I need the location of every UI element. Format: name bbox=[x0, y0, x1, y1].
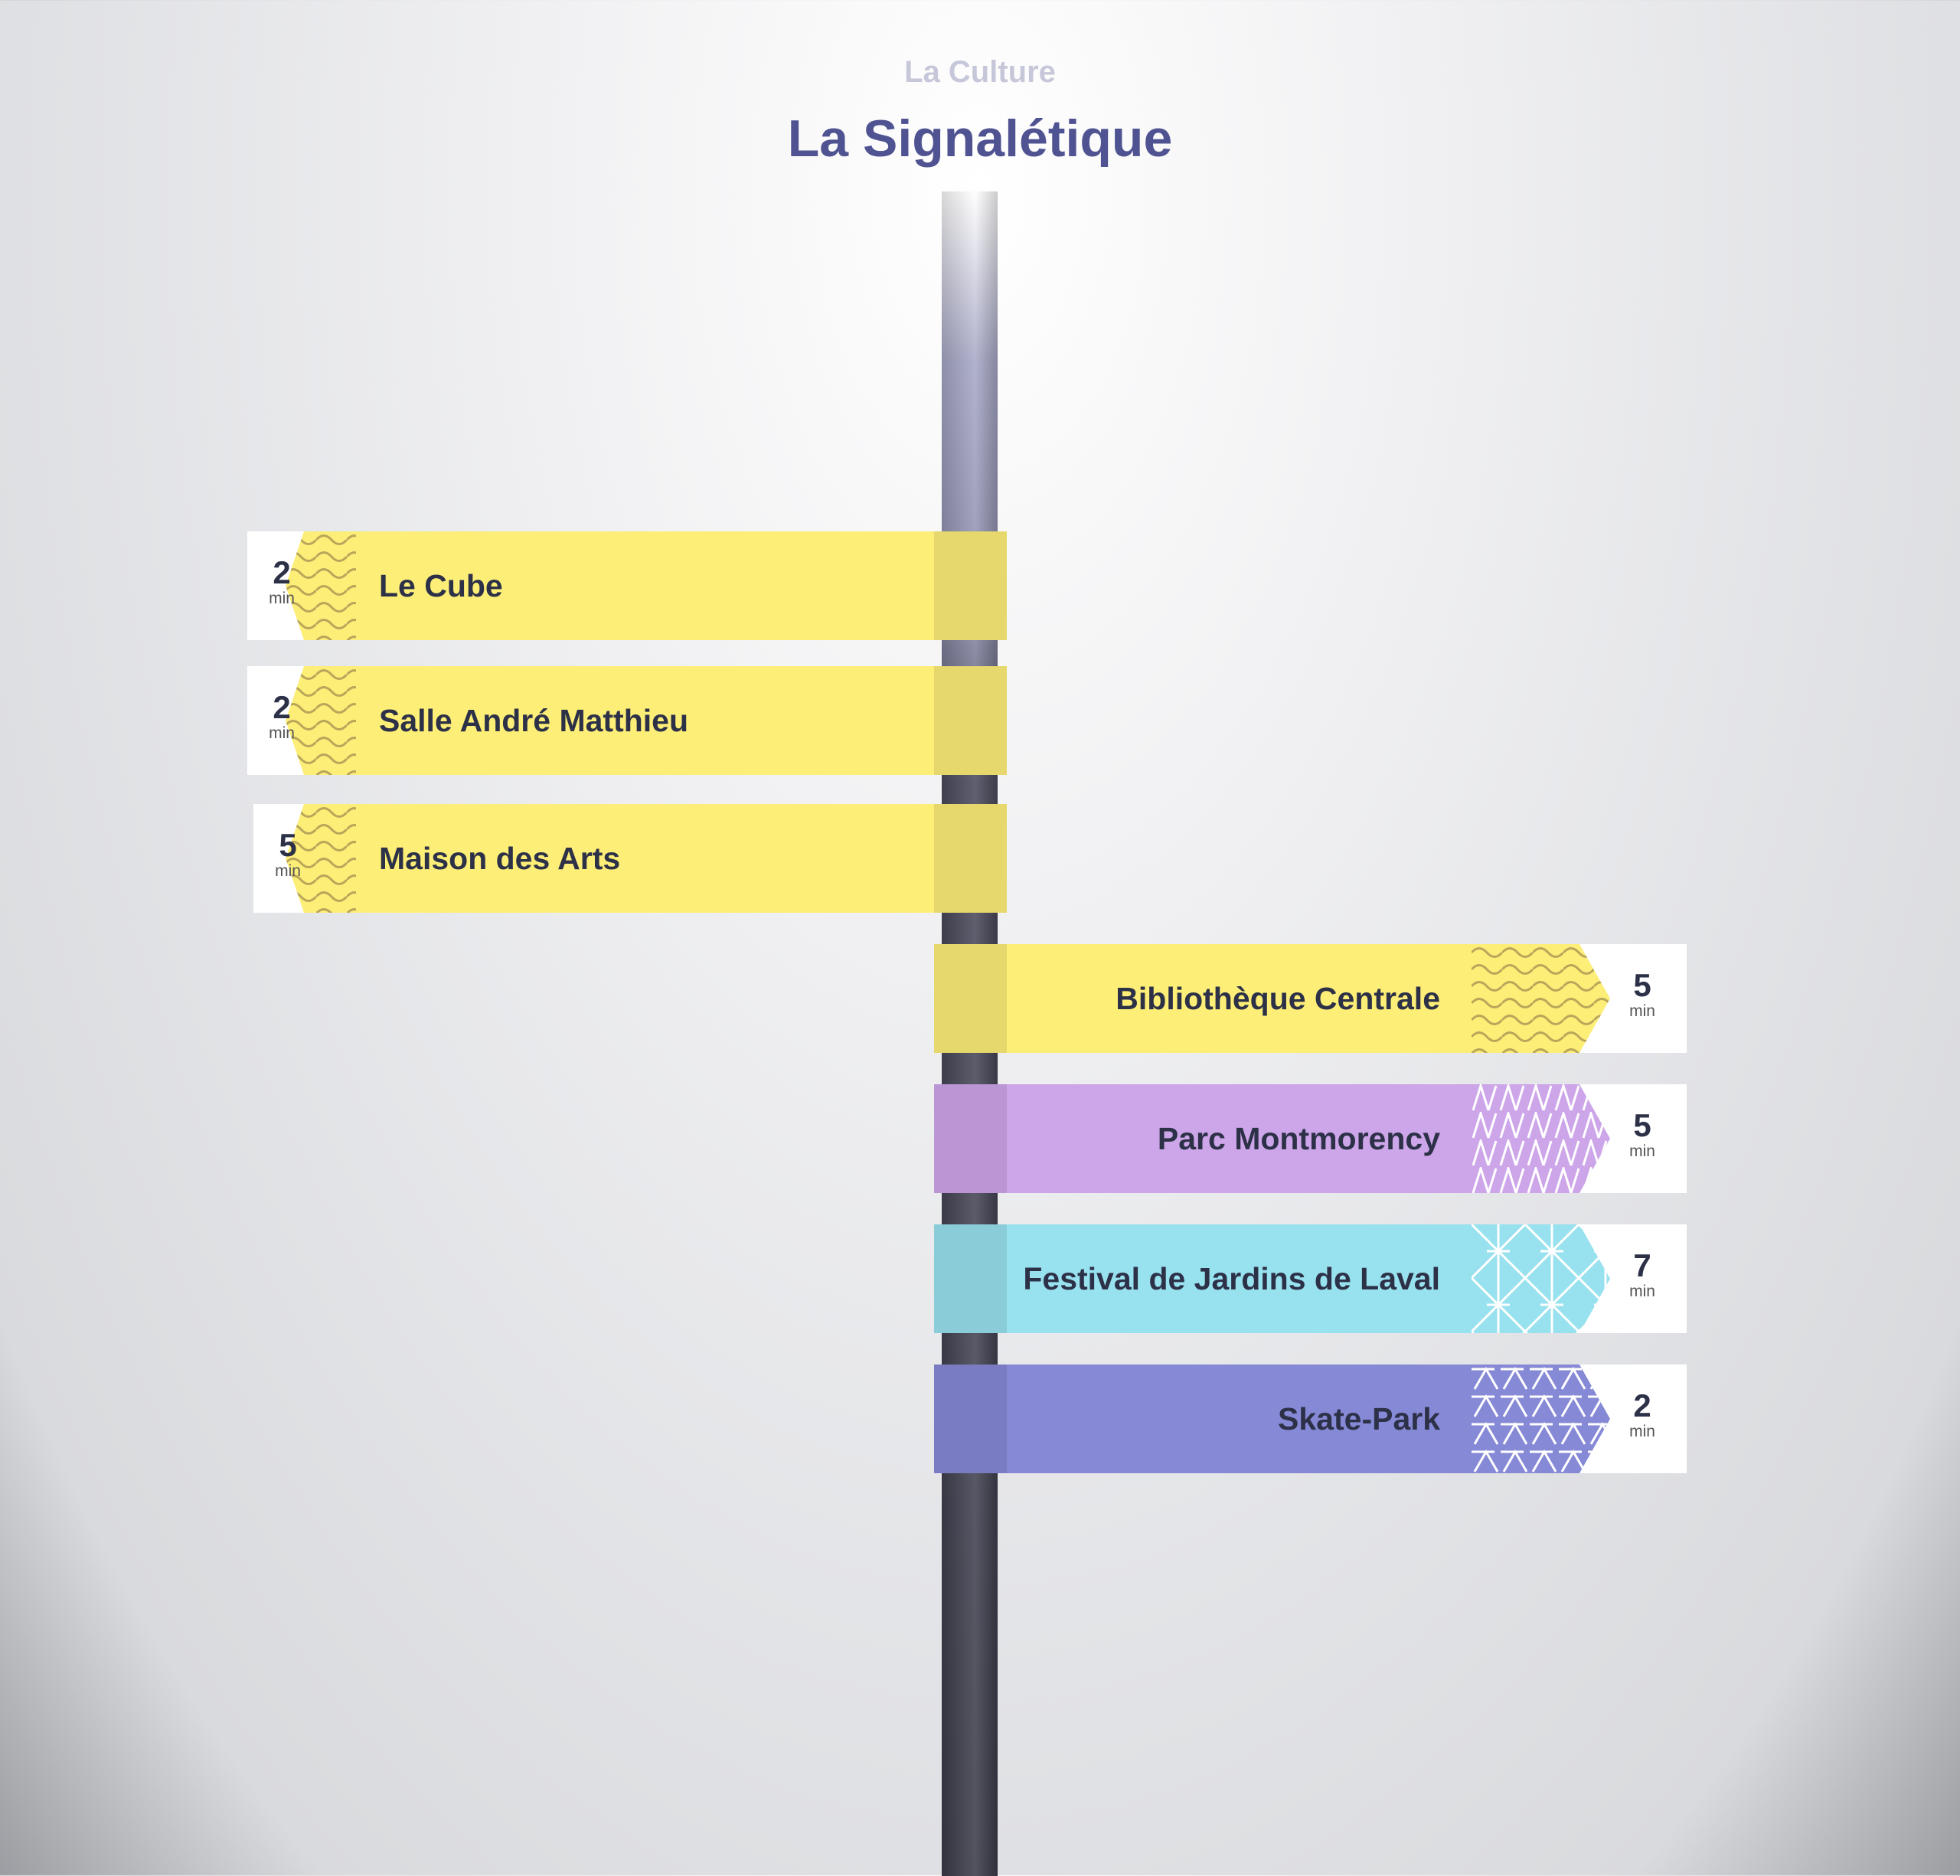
minutes-unit: min bbox=[269, 590, 295, 607]
minutes-unit: min bbox=[1629, 1142, 1655, 1160]
direction-sign[interactable]: Parc Montmorency 5 min bbox=[934, 1084, 1687, 1193]
minutes-unit: min bbox=[1629, 1002, 1655, 1020]
minutes-value: 5 bbox=[1633, 1107, 1651, 1143]
minutes-unit: min bbox=[1629, 1283, 1655, 1300]
minutes-value: 5 bbox=[279, 827, 297, 863]
direction-sign[interactable]: Bibliothèque Centrale 5 min bbox=[934, 944, 1687, 1053]
minutes-unit: min bbox=[1629, 1423, 1655, 1440]
pole-overlap bbox=[934, 666, 1007, 775]
minutes-value: 2 bbox=[273, 689, 291, 725]
walk-time: 5 min bbox=[1608, 1084, 1677, 1193]
walk-time: 2 min bbox=[247, 531, 316, 640]
walk-time: 5 min bbox=[1608, 944, 1677, 1053]
pole-overlap bbox=[934, 531, 1007, 640]
direction-sign[interactable]: Le Cube 2 min bbox=[247, 531, 1007, 640]
pole-overlap bbox=[934, 944, 1007, 1053]
section-label: La Culture bbox=[904, 55, 1056, 89]
minutes-value: 2 bbox=[273, 554, 291, 590]
sign-label: Bibliothèque Centrale bbox=[1116, 981, 1440, 1016]
walk-time: 2 min bbox=[247, 666, 316, 775]
sign-label: Parc Montmorency bbox=[1157, 1121, 1440, 1156]
direction-sign[interactable]: Festival de Jardins de Laval 7 min bbox=[934, 1224, 1687, 1333]
sign-label: Festival de Jardins de Laval bbox=[1023, 1261, 1440, 1296]
sign-label: Salle André Matthieu bbox=[379, 703, 688, 738]
pole-overlap bbox=[934, 1084, 1007, 1193]
lattice-pattern-icon bbox=[1472, 1224, 1610, 1333]
triangles-pattern-icon bbox=[1472, 1365, 1610, 1473]
minutes-unit: min bbox=[275, 862, 301, 880]
direction-sign[interactable]: Salle André Matthieu 2 min bbox=[247, 666, 1007, 775]
sign-label: Skate-Park bbox=[1278, 1401, 1440, 1436]
pole-overlap bbox=[934, 1365, 1007, 1473]
sign-label: Maison des Arts bbox=[379, 841, 621, 876]
sign-label: Le Cube bbox=[379, 568, 503, 603]
pole-overlap bbox=[934, 804, 1007, 913]
walk-time: 2 min bbox=[1608, 1365, 1677, 1473]
minutes-value: 5 bbox=[1633, 967, 1651, 1003]
sign-band bbox=[286, 804, 1007, 913]
sign-band bbox=[286, 666, 1007, 775]
pole-overlap bbox=[934, 1224, 1007, 1333]
minutes-value: 7 bbox=[1633, 1247, 1651, 1283]
minutes-unit: min bbox=[269, 724, 295, 742]
direction-sign[interactable]: Maison des Arts 5 min bbox=[253, 804, 1007, 913]
sign-band bbox=[286, 531, 1007, 640]
direction-sign[interactable]: Skate-Park 2 min bbox=[934, 1365, 1687, 1473]
walk-time: 7 min bbox=[1608, 1224, 1677, 1333]
page-title: La Signalétique bbox=[787, 109, 1173, 168]
zigzag-pattern-icon bbox=[1472, 1084, 1610, 1193]
waves-pattern-icon bbox=[1472, 944, 1610, 1053]
minutes-value: 2 bbox=[1633, 1387, 1651, 1423]
walk-time: 5 min bbox=[253, 804, 322, 913]
